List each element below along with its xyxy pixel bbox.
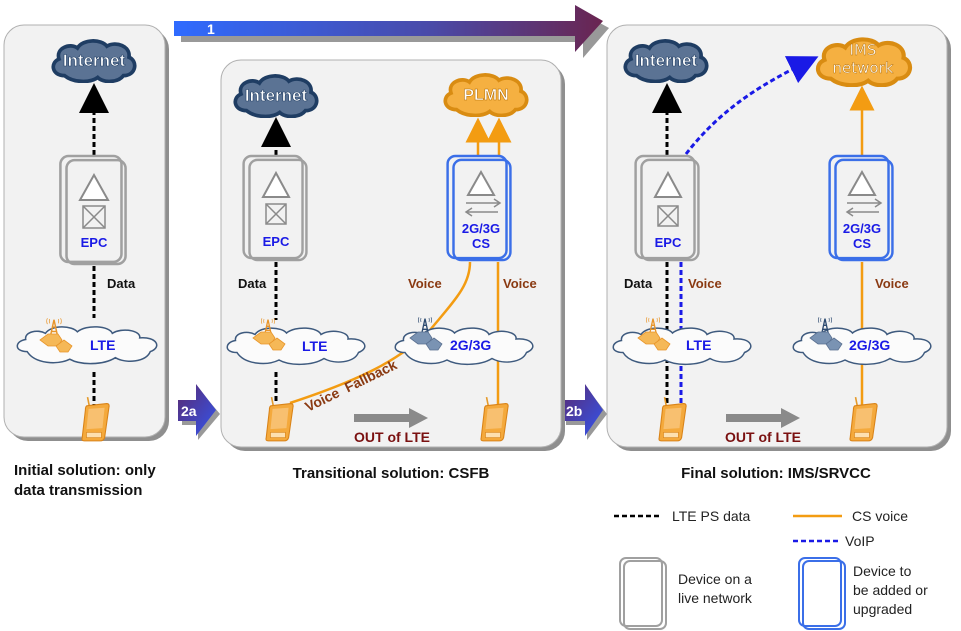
cs-label-line2: CS [472, 236, 490, 251]
lte-label: LTE [90, 337, 115, 353]
caption-final: Final solution: IMS/SRVCC [681, 465, 871, 482]
legend: LTE PS data CS voice VoIP Device on a li… [614, 508, 928, 630]
internet-label: Internet [63, 51, 126, 70]
panel-initial: Internet EPC Data LTE [3, 24, 169, 441]
epc-label: EPC [263, 234, 290, 249]
epc-device-icon [60, 156, 125, 264]
data-label: Data [624, 276, 653, 291]
epc-device-icon [244, 156, 307, 260]
caption-initial-line2: data transmission [14, 482, 142, 499]
legend-device-new-line3: upgraded [853, 601, 912, 617]
step-1-label: 1 [207, 21, 215, 37]
cs-label-line1: 2G/3G [462, 221, 500, 236]
internet-label: Internet [635, 51, 698, 70]
legend-device-live-icon [619, 557, 667, 630]
internet-label: Internet [245, 86, 308, 105]
caption-transitional: Transitional solution: CSFB [293, 465, 490, 482]
move-right-arrow-icon [354, 408, 428, 428]
lte-tower-icon [637, 317, 671, 351]
legend-voip-label: VoIP [845, 533, 875, 549]
epc-device-icon [636, 156, 699, 260]
data-label: Data [107, 276, 136, 291]
lte-tower-icon [39, 318, 73, 353]
caption-initial-line1: Initial solution: only [14, 462, 156, 479]
ims-label-line1: IMS [850, 41, 877, 59]
epc-label: EPC [81, 235, 108, 250]
cs-device-icon [830, 156, 893, 260]
cs-label-line1: 2G/3G [843, 221, 881, 236]
legend-device-new-icon [798, 557, 846, 630]
move-right-arrow-icon [726, 408, 800, 428]
voip-link-epc-ims [684, 56, 819, 155]
panel-transitional: Internet PLMN EPC 2G/3G CS Data Voice Vo… [220, 59, 565, 451]
epc-label: EPC [655, 235, 682, 250]
legend-device-new-line2: be added or [853, 582, 928, 598]
ran-2g3g-label: 2G/3G [450, 337, 491, 353]
voice-label-left: Voice [688, 276, 722, 291]
lte-cloud-icon [17, 327, 156, 364]
lte-label: LTE [686, 337, 711, 353]
voice-label-right: Voice [875, 276, 909, 291]
panel-initial-bg [3, 24, 166, 438]
cs-label-line2: CS [853, 236, 871, 251]
legend-device-live-line2: live network [678, 590, 753, 606]
step-2b-label: 2b [566, 403, 582, 419]
ran-2g3g-label: 2G/3G [849, 337, 890, 353]
step-2a-label: 2a [181, 403, 197, 419]
cs-device-icon [448, 156, 511, 260]
lte-tower-icon [252, 318, 286, 351]
step-2b-arrow [562, 384, 607, 440]
legend-lte-ps-data-label: LTE PS data [672, 508, 751, 524]
lte-cloud-icon [613, 328, 751, 364]
plmn-label: PLMN [463, 87, 508, 104]
legend-device-live-line1: Device on a [678, 571, 752, 587]
ims-label-line2: network [833, 59, 894, 77]
data-label: Data [238, 276, 267, 291]
ran-2g3g-tower-icon [409, 317, 443, 351]
out-of-lte-label: OUT of LTE [725, 429, 801, 445]
panel-final: Internet IMS network EPC 2G/3G CS Dat [606, 24, 951, 451]
ran-2g3g-tower-icon [809, 317, 843, 351]
lte-cloud-icon [227, 328, 365, 364]
step-1-arrow [174, 5, 609, 58]
legend-device-new-line1: Device to [853, 563, 912, 579]
out-of-lte-label: OUT of LTE [354, 429, 430, 445]
voice-label-left: Voice [408, 276, 442, 291]
lte-label: LTE [302, 338, 327, 354]
voice-label-right: Voice [503, 276, 537, 291]
legend-cs-voice-label: CS voice [852, 508, 908, 524]
step-2a-arrow [178, 384, 220, 440]
